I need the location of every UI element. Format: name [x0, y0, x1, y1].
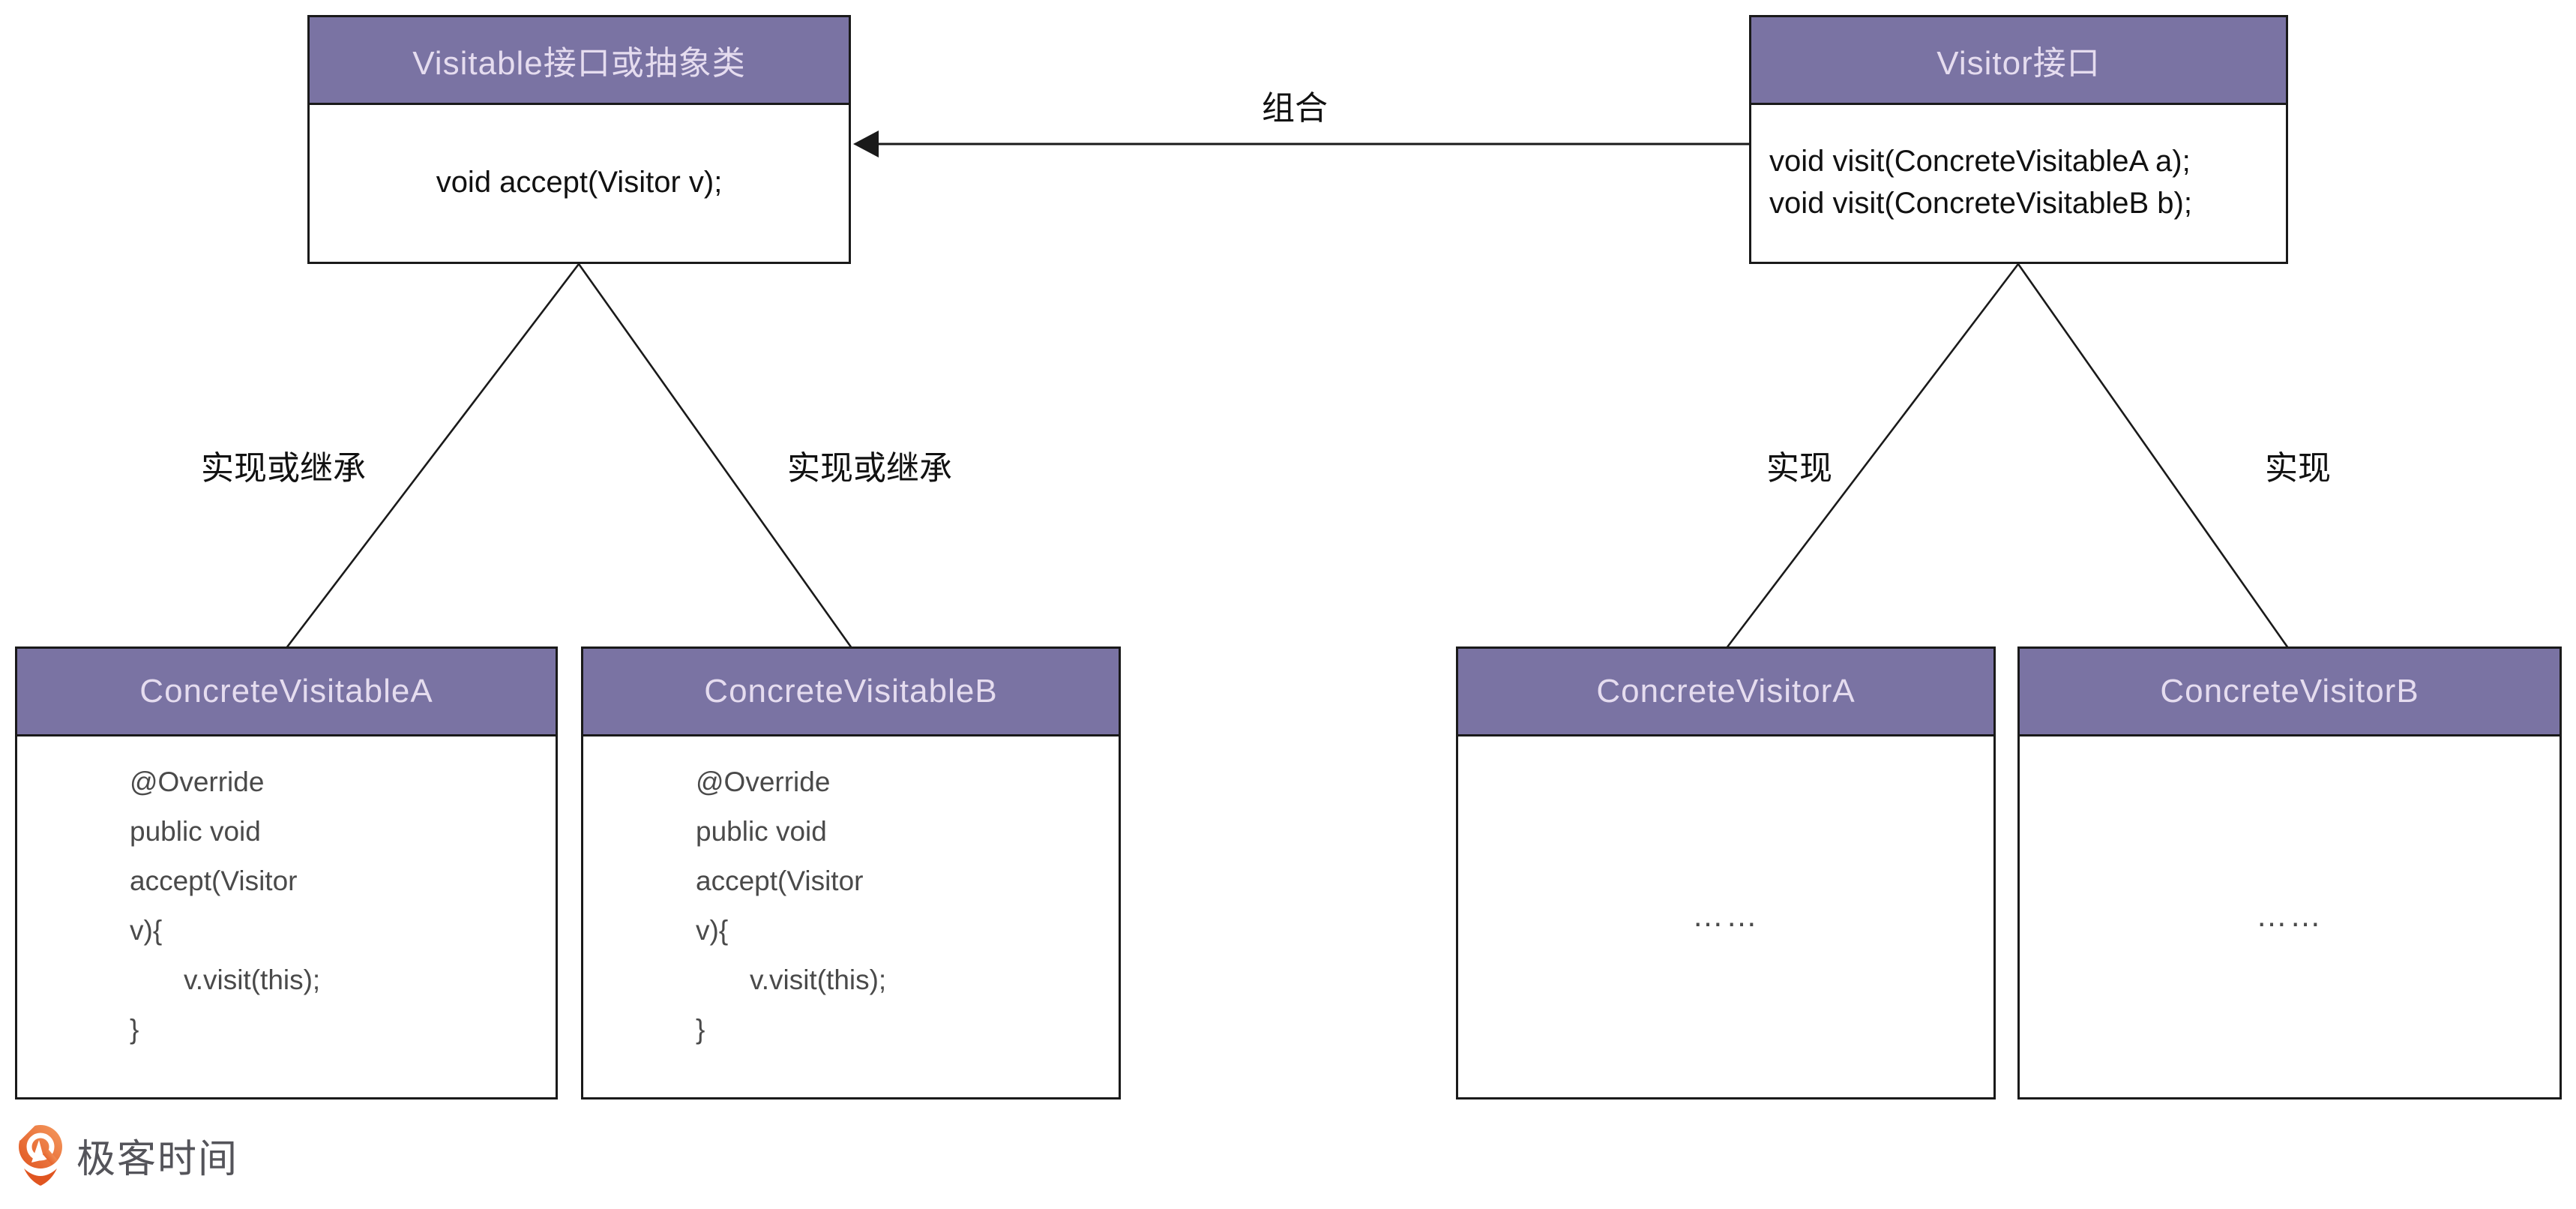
edge-visitable-to-concrete-a: [285, 263, 580, 649]
edge-label-implement-a: 实现: [1766, 450, 1832, 487]
class-box-concrete-visitable-a: ConcreteVisitableA @Override public void a…: [15, 646, 558, 1100]
class-title: Visitable接口或抽象类: [412, 45, 746, 82]
code-line: v.visit(this);: [696, 964, 887, 995]
edge-visitable-to-concrete-b: [577, 263, 853, 649]
edge-visitor-to-concrete-a: [1725, 263, 2020, 649]
class-box-concrete-visitor-a: ConcreteVisitorA ……: [1456, 646, 1996, 1100]
code-line: accept(Visitor: [130, 866, 298, 896]
code-line: accept(Visitor: [696, 866, 864, 896]
code-line: public void: [130, 816, 261, 847]
code-line: v){: [130, 915, 163, 946]
ellipsis-text: ……: [1692, 898, 1760, 933]
class-box-concrete-visitable-b: ConcreteVisitableB @Override public void a…: [581, 646, 1121, 1100]
code-line: @Override: [130, 766, 265, 797]
geektime-logo: 极客时间: [16, 1124, 238, 1186]
method-text: void visit(ConcreteVisitableB b);: [1769, 187, 2192, 220]
class-header-concrete-visitable-a: ConcreteVisitableA: [17, 649, 556, 736]
class-body-concrete-visitor-a: ……: [1458, 736, 1993, 1095]
class-title: ConcreteVisitorA: [1596, 673, 1856, 710]
class-header-concrete-visitable-b: ConcreteVisitableB: [583, 649, 1119, 736]
class-title: ConcreteVisitableB: [704, 673, 998, 710]
class-header-concrete-visitor-b: ConcreteVisitorB: [2020, 649, 2560, 736]
class-body-concrete-visitable-a: @Override public void accept(Visitor v){ v.…: [17, 736, 556, 1095]
method-text: void accept(Visitor v);: [436, 165, 723, 199]
method-text: void visit(ConcreteVisitableA a);: [1769, 145, 2191, 178]
ellipsis-text: ……: [2256, 898, 2323, 933]
class-box-visitor: Visitor接口 void visit(ConcreteVisitableA …: [1749, 15, 2288, 264]
edge-label-implement-b: 实现: [2265, 450, 2331, 487]
class-body-visitor: void visit(ConcreteVisitableA a); void vi…: [1751, 105, 2286, 260]
class-header-visitable: Visitable接口或抽象类: [310, 17, 849, 105]
code-line: }: [696, 1014, 705, 1045]
class-body-concrete-visitable-b: @Override public void accept(Visitor v){ v.…: [583, 736, 1119, 1095]
edge-label-implement-or-inherit-a: 实现或继承: [201, 450, 366, 487]
code-line: v){: [696, 915, 729, 946]
class-title: Visitor接口: [1936, 45, 2101, 82]
class-body-visitable: void accept(Visitor v);: [310, 105, 849, 260]
code-line: v.visit(this);: [130, 964, 321, 995]
code-line: }: [130, 1014, 139, 1045]
edge-label-composition: 组合: [1262, 90, 1328, 127]
edge-visitor-to-concrete-b: [2017, 263, 2290, 649]
class-box-visitable: Visitable接口或抽象类 void accept(Visitor v);: [307, 15, 851, 264]
geektime-logo-text: 极客时间: [76, 1137, 239, 1181]
class-title: ConcreteVisitableA: [139, 673, 433, 710]
class-body-concrete-visitor-b: ……: [2020, 736, 2560, 1095]
edge-label-implement-or-inherit-b: 实现或继承: [787, 450, 952, 487]
class-header-visitor: Visitor接口: [1751, 17, 2286, 105]
class-box-concrete-visitor-b: ConcreteVisitorB ……: [2017, 646, 2562, 1100]
code-line: @Override: [696, 766, 831, 797]
code-line: public void: [696, 816, 827, 847]
composition-arrowhead-icon: [853, 130, 879, 158]
class-header-concrete-visitor-a: ConcreteVisitorA: [1458, 649, 1993, 736]
geektime-logo-icon: [17, 1124, 62, 1186]
class-title: ConcreteVisitorB: [2160, 673, 2419, 710]
